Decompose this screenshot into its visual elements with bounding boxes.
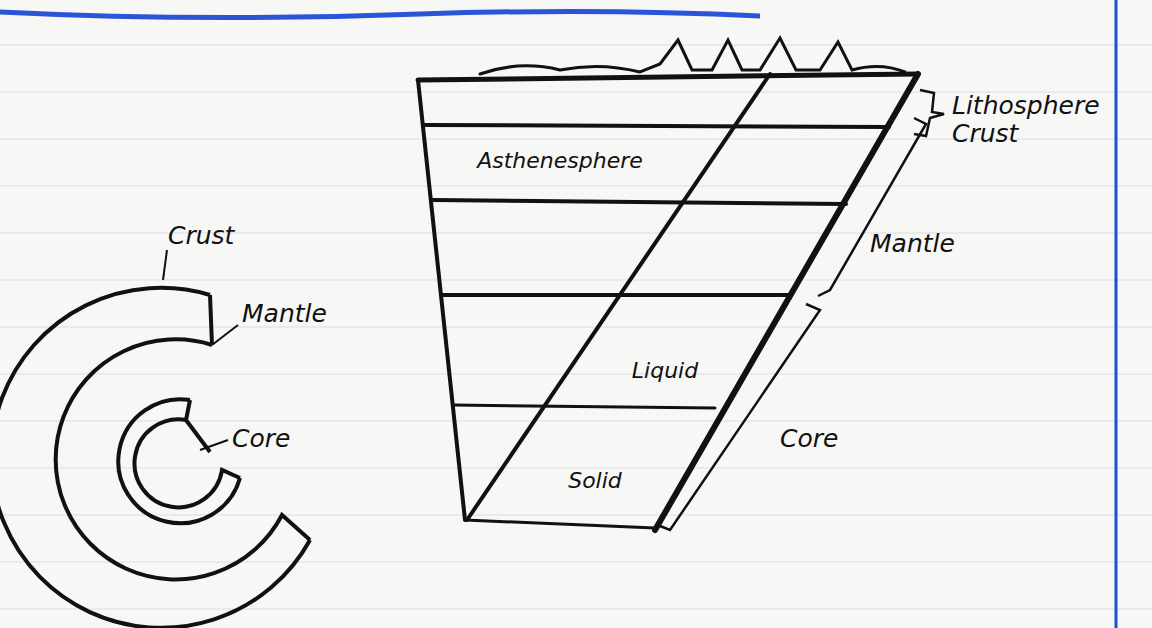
layer-band: Solid [520, 460, 670, 500]
margin-line [1115, 0, 1118, 628]
brackets [660, 90, 944, 530]
layer-label: Lithosphere Crust [952, 92, 1112, 148]
layer-name: Liquid [632, 358, 698, 383]
layer-label: Core [780, 425, 880, 453]
title-ink-fragment [0, 11, 760, 17]
layer-label: Mantle [242, 300, 382, 328]
layer-label: Mantle [870, 230, 1010, 258]
layer-label: Core [232, 425, 332, 453]
cross-section [418, 38, 918, 530]
paper-rules [0, 45, 1152, 609]
layer-band: Asthenesphere [470, 140, 650, 180]
layer-name: Solid [568, 468, 622, 493]
layer-band: Liquid [590, 350, 740, 390]
layer-label: Crust [168, 222, 288, 250]
layer-name: Asthenesphere [477, 148, 643, 173]
